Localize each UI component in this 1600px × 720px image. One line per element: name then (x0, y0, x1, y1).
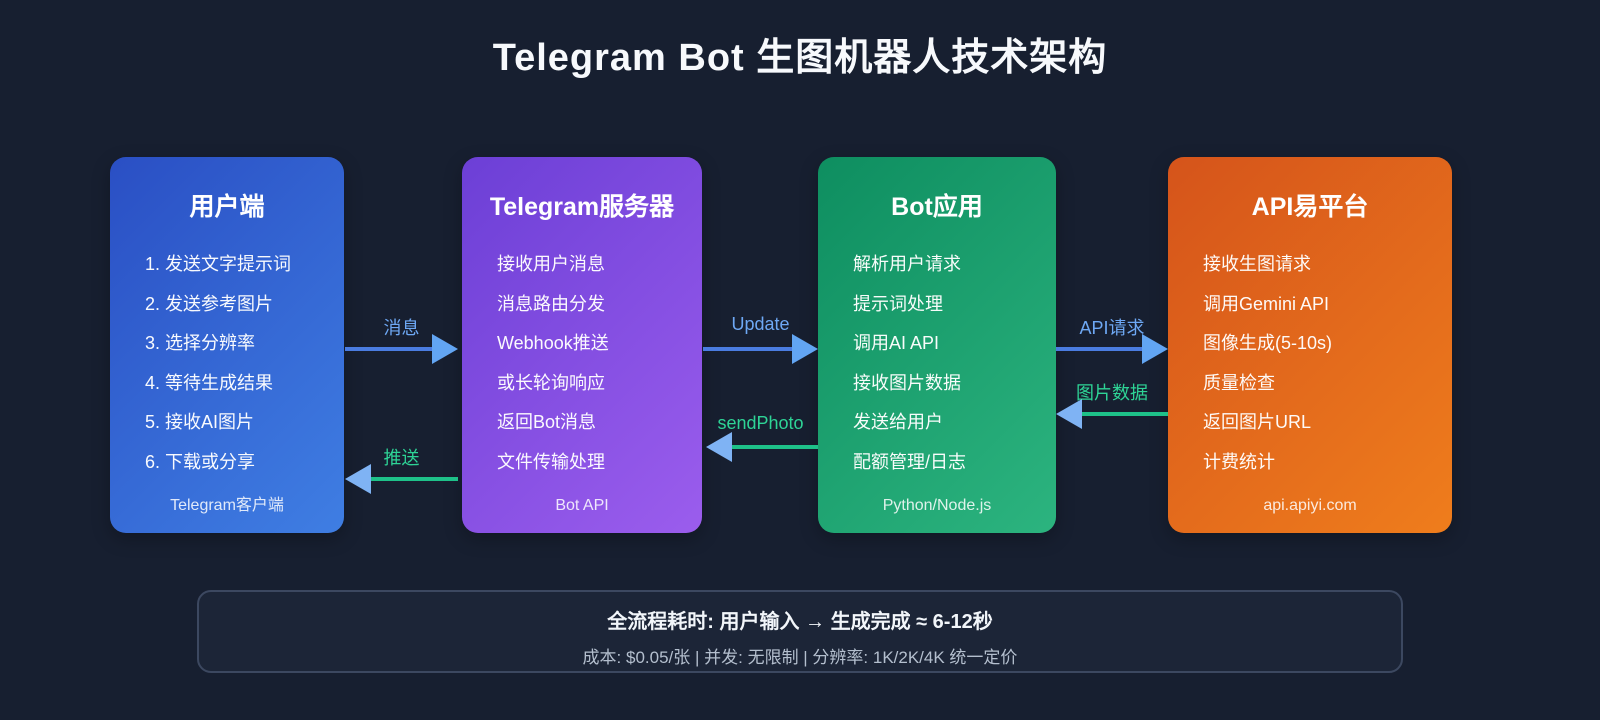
flow-push-label: 推送 (383, 448, 420, 468)
arrow-right-icon (1142, 334, 1168, 364)
arrow-right-icon (432, 334, 458, 364)
list-item: 返回Bot消息 (497, 412, 597, 432)
list-item: 或长轮询响应 (497, 372, 605, 393)
list-item: 提示词处理 (853, 293, 943, 314)
arrow-right-icon (792, 334, 818, 364)
summary-total-time: 全流程耗时: 用户输入 → 生成完成 ≈ 6-12秒 (607, 611, 993, 633)
list-item: 5. 接收AI图片 (145, 412, 255, 432)
flow-send-photo-line (732, 445, 818, 449)
node-bot-app: Bot应用 解析用户请求 提示词处理 调用AI API 接收图片数据 发送给用户… (818, 157, 1056, 533)
flow-api-request-label: API请求 (1079, 318, 1145, 338)
flow-send-photo-label: sendPhoto (717, 413, 804, 433)
node-telegram-server-footer: Bot API (555, 497, 609, 514)
node-api-platform-footer: api.apiyi.com (1263, 497, 1357, 514)
node-bot-app-list: 解析用户请求 提示词处理 调用AI API 接收图片数据 发送给用户 配额管理/… (818, 245, 1056, 482)
list-item: 接收生图请求 (1203, 254, 1311, 274)
flow-push-line (371, 477, 458, 481)
flow-api-request-line (1056, 347, 1142, 351)
node-api-platform: API易平台 接收生图请求 调用Gemini API 图像生成(5-10s) 质… (1168, 157, 1452, 533)
node-user-client-title: 用户端 (189, 193, 265, 221)
flow-image-data-line (1082, 412, 1168, 416)
list-item: 解析用户请求 (853, 254, 961, 274)
node-telegram-server-list: 接收用户消息 消息路由分发 Webhook推送 或长轮询响应 返回Bot消息 文… (462, 245, 702, 482)
flow-image-data-label: 图片数据 (1076, 383, 1148, 403)
list-item: 6. 下载或分享 (145, 451, 256, 472)
list-item: 2. 发送参考图片 (145, 293, 274, 314)
page-title: Telegram Bot 生图机器人技术架构 (492, 37, 1108, 79)
list-item: 接收用户消息 (497, 254, 605, 274)
flow-update-line (703, 347, 792, 351)
list-item: 调用Gemini API (1203, 293, 1330, 314)
node-bot-app-footer: Python/Node.js (882, 497, 992, 514)
node-api-platform-list: 接收生图请求 调用Gemini API 图像生成(5-10s) 质量检查 返回图… (1168, 245, 1452, 482)
node-user-client-footer: Telegram客户端 (170, 497, 284, 514)
list-item: 调用AI API (853, 333, 940, 353)
node-api-platform-title: API易平台 (1251, 193, 1369, 221)
arrow-left-icon (706, 432, 732, 462)
flow-message-line (345, 347, 432, 351)
list-item: 文件传输处理 (497, 451, 605, 472)
list-item: 4. 等待生成结果 (145, 372, 274, 393)
arrow-left-icon (1056, 399, 1082, 429)
node-user-client: 用户端 1. 发送文字提示词 2. 发送参考图片 3. 选择分辨率 4. 等待生… (110, 157, 344, 533)
list-item: 图像生成(5-10s) (1203, 333, 1333, 353)
list-item: 3. 选择分辨率 (145, 333, 256, 353)
arrow-left-icon (345, 464, 371, 494)
list-item: 1. 发送文字提示词 (145, 254, 292, 274)
node-telegram-server-title: Telegram服务器 (489, 193, 675, 221)
list-item: 接收图片数据 (853, 372, 961, 393)
flow-update-label: Update (731, 314, 790, 334)
list-item: 消息路由分发 (497, 293, 605, 314)
flow-message-label: 消息 (383, 318, 420, 338)
summary-cost-info: 成本: $0.05/张 | 并发: 无限制 | 分辨率: 1K/2K/4K 统一… (582, 648, 1018, 667)
list-item: 计费统计 (1203, 451, 1275, 472)
list-item: Webhook推送 (497, 333, 609, 353)
list-item: 配额管理/日志 (853, 451, 967, 472)
node-bot-app-title: Bot应用 (891, 193, 983, 221)
node-user-client-list: 1. 发送文字提示词 2. 发送参考图片 3. 选择分辨率 4. 等待生成结果 … (110, 245, 344, 482)
list-item: 发送给用户 (853, 412, 943, 432)
list-item: 返回图片URL (1203, 412, 1312, 432)
summary-panel: 全流程耗时: 用户输入 → 生成完成 ≈ 6-12秒 成本: $0.05/张 |… (197, 590, 1403, 673)
node-telegram-server: Telegram服务器 接收用户消息 消息路由分发 Webhook推送 或长轮询… (462, 157, 702, 533)
list-item: 质量检查 (1203, 372, 1275, 393)
